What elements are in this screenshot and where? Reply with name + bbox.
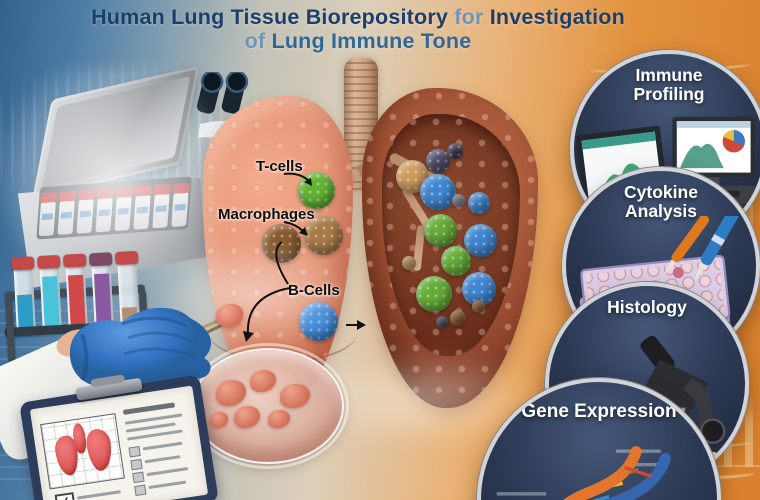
tube-cap xyxy=(88,252,113,267)
form-text-line xyxy=(142,441,183,451)
test-tube xyxy=(11,256,37,336)
diagram-right-lung xyxy=(84,427,115,473)
immune-cell-green xyxy=(416,276,452,312)
title-line-1: Human Lung Tissue Biorepository for Inve… xyxy=(48,5,668,29)
form-checkbox xyxy=(130,458,143,471)
callout-title: Gene Expression xyxy=(521,401,677,422)
tissue-piece xyxy=(210,412,228,428)
form-checkbox xyxy=(128,445,141,458)
tube-cap xyxy=(114,250,139,266)
tissue-piece xyxy=(234,406,260,428)
form-text-line xyxy=(144,455,181,464)
form-checkbox xyxy=(134,484,147,497)
clipboard-paper: ✓ ✓ xyxy=(29,385,209,500)
immune-cell-purple xyxy=(447,143,463,159)
page-title: Human Lung Tissue Biorepository for Inve… xyxy=(48,5,668,53)
form-text-line xyxy=(148,480,187,490)
arrow-t-cells xyxy=(283,172,312,186)
form-checkbox xyxy=(132,471,145,484)
title-connector: of xyxy=(244,29,266,54)
immune-cell-blue xyxy=(468,192,490,214)
title-main-text: Investigation xyxy=(489,5,625,29)
tissue-piece xyxy=(268,410,290,428)
immune-cell-brown xyxy=(450,310,466,326)
immune-cell-blue xyxy=(464,224,497,257)
form-text-line xyxy=(77,490,122,500)
callout-title: Cytokine Analysis xyxy=(624,182,698,222)
tissue-piece xyxy=(280,384,310,408)
arrow-b-cells xyxy=(243,241,291,342)
immune-cell-purple xyxy=(436,316,448,328)
immune-cell-brown xyxy=(472,300,485,313)
immune-cell-blue xyxy=(420,174,456,210)
callout-title: Histology xyxy=(607,297,687,317)
immune-cell-purple xyxy=(426,149,450,173)
label-t-cells: T-cells xyxy=(256,158,303,175)
immune-cell-green xyxy=(441,246,471,276)
checked-checkbox: ✓ xyxy=(54,492,76,500)
title-main-text: Human Lung Tissue Biorepository xyxy=(91,5,449,29)
immune-cell-green xyxy=(424,214,457,247)
label-b-cells: B-Cells xyxy=(288,282,340,299)
form-text-line xyxy=(146,467,189,477)
tissue-piece xyxy=(250,370,276,392)
title-line-2: of Lung Immune Tone xyxy=(48,29,668,53)
tube-cap xyxy=(62,253,87,268)
callout-title: Immune Profiling xyxy=(633,65,705,105)
lung-diagram-box xyxy=(40,413,125,490)
title-sub-text: Lung Immune Tone xyxy=(271,29,472,54)
immune-cell-blue xyxy=(462,272,496,306)
tube-cap xyxy=(11,256,35,271)
form-heading-line xyxy=(122,402,176,415)
immune-cell-tan xyxy=(402,256,416,270)
b-cell xyxy=(299,302,338,341)
title-connector: for xyxy=(454,5,484,29)
immune-cell-tan xyxy=(396,160,429,193)
tube-cap xyxy=(36,254,61,270)
arrow-b-cells-right xyxy=(346,320,366,330)
arrow-macrophages xyxy=(283,221,308,236)
label-macrophages: Macrophages xyxy=(218,206,315,223)
dna-helix-icon xyxy=(496,446,671,500)
immune-cell-gray xyxy=(452,194,465,207)
